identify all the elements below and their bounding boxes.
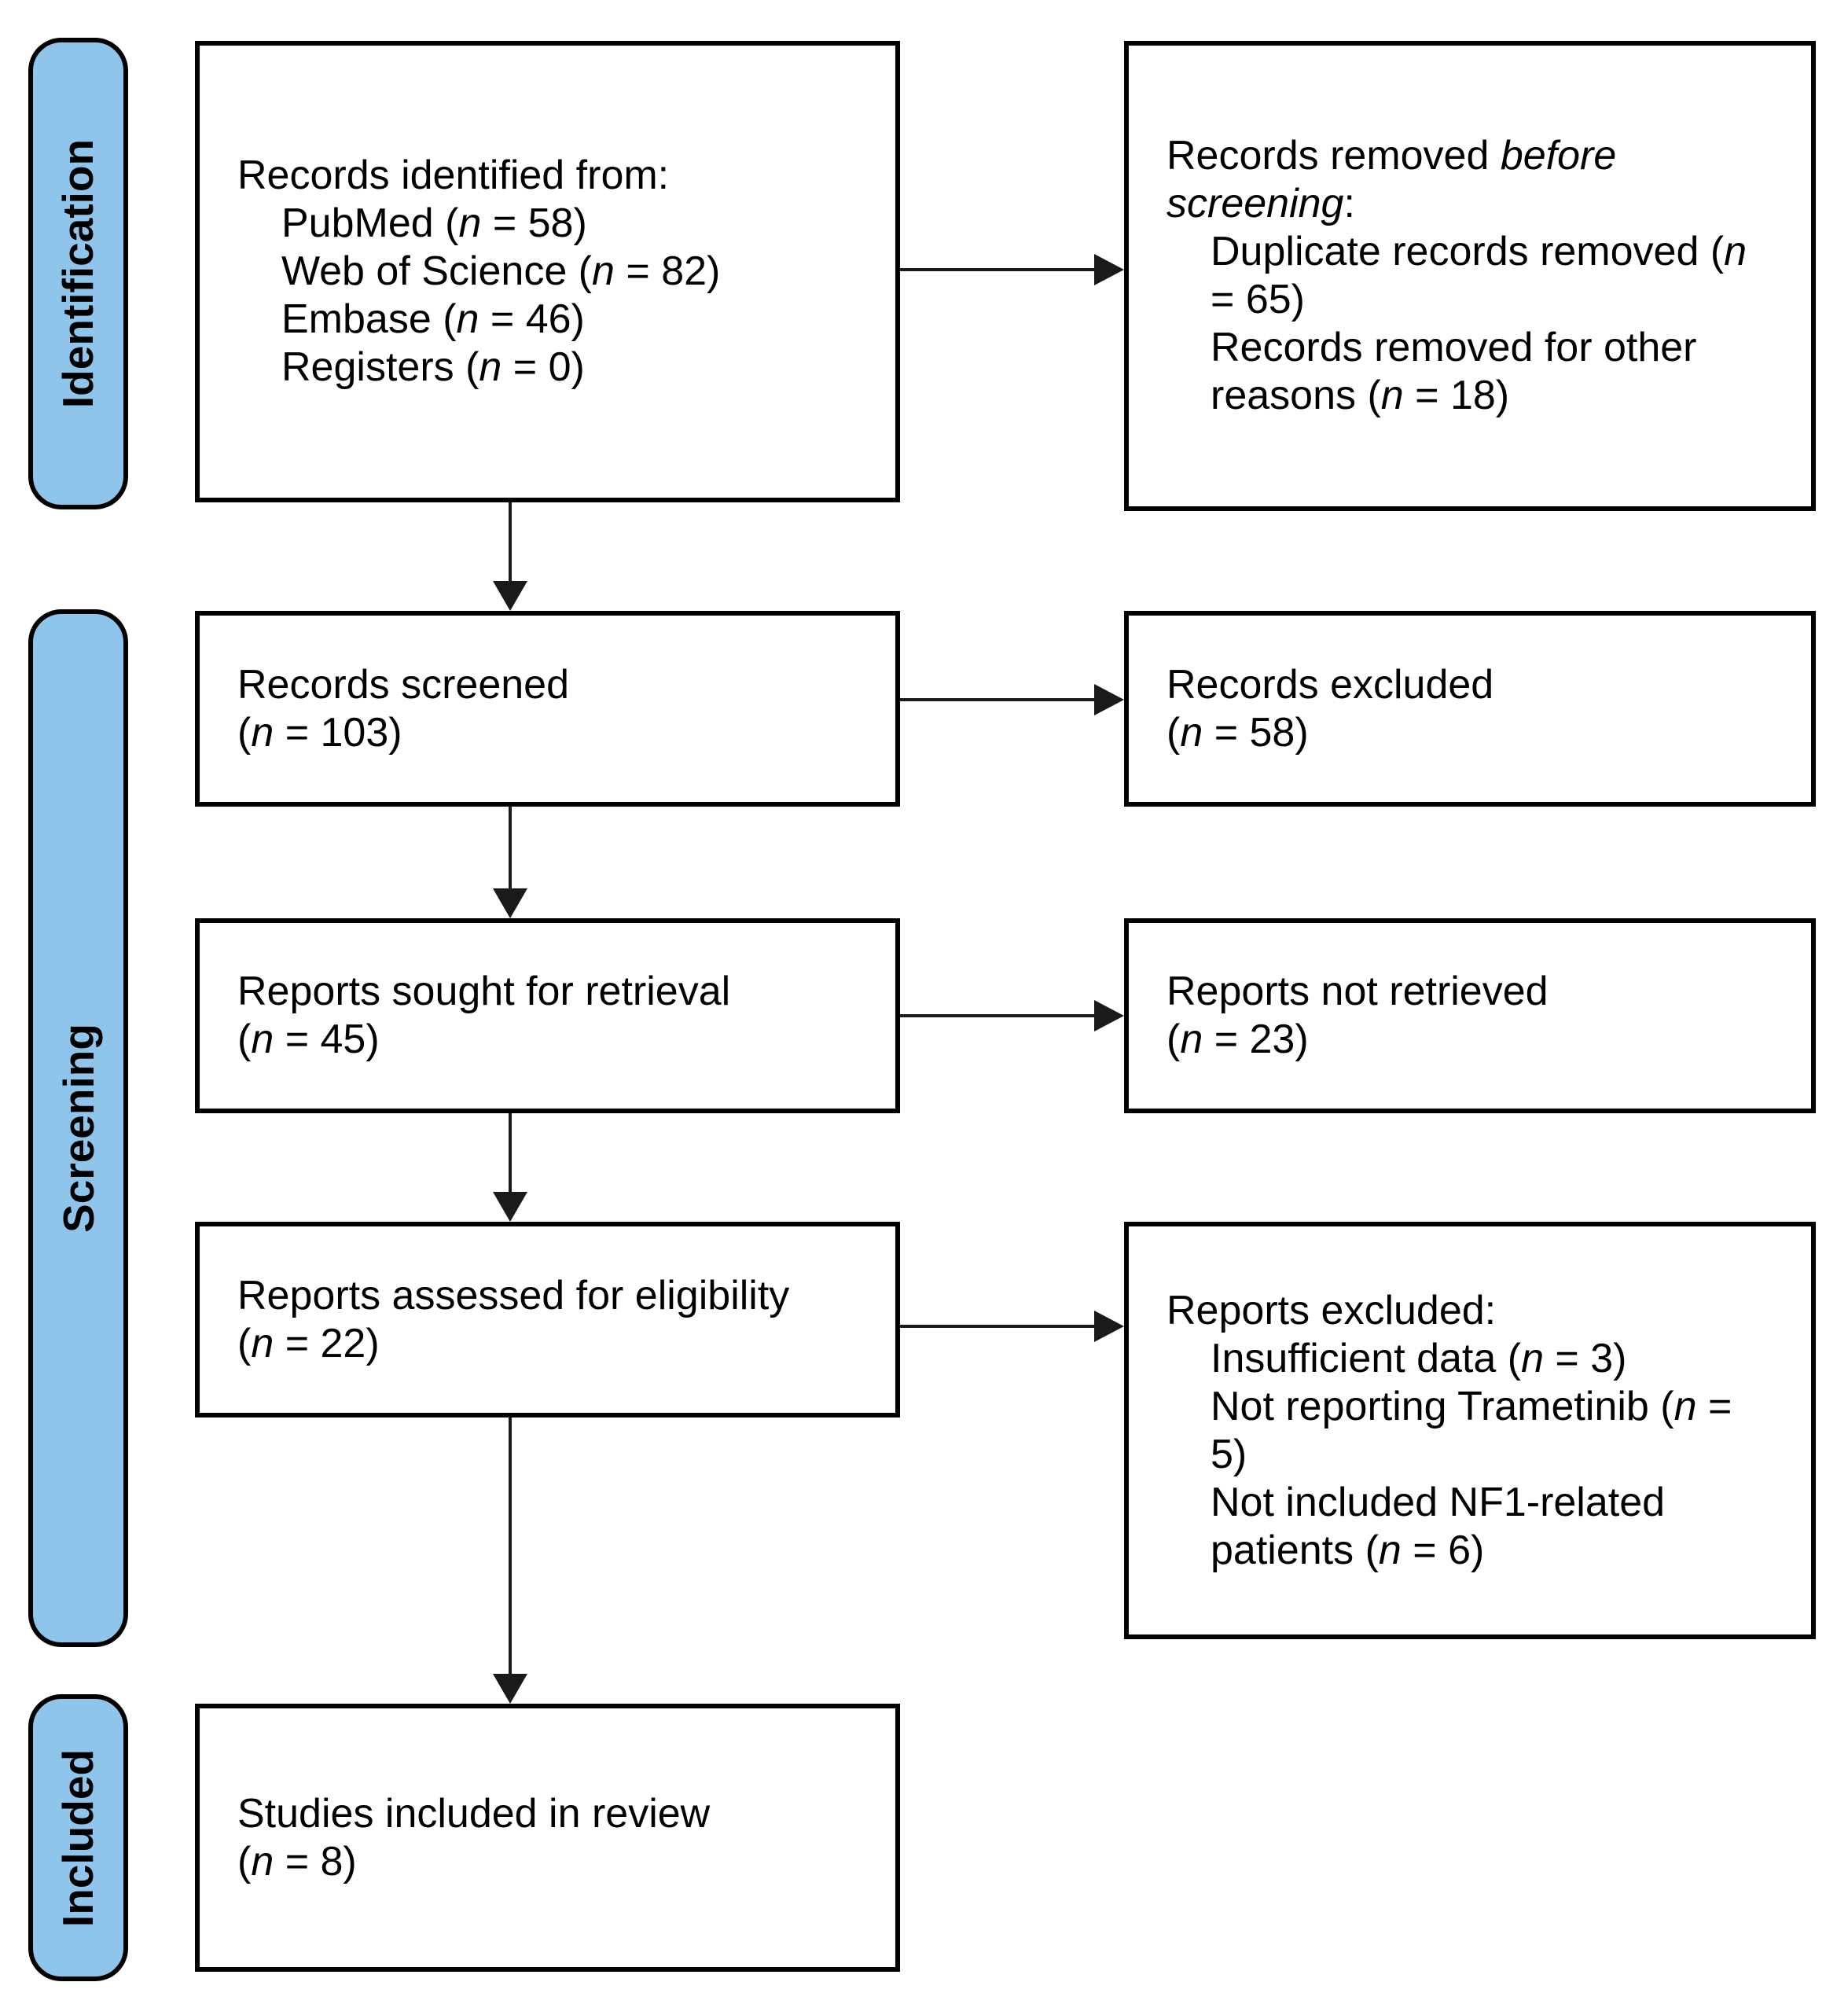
text-line: Records screened bbox=[237, 661, 569, 708]
stage-bar-included: Included bbox=[28, 1694, 128, 1981]
text-line: = 65) bbox=[1211, 277, 1305, 322]
arrow-identified-to-screened-line bbox=[509, 502, 512, 583]
text-line: (n = 23) bbox=[1166, 1017, 1309, 1062]
box-reports-excluded: Reports excluded:Insufficient data (n = … bbox=[1124, 1222, 1816, 1639]
arrow-assessed-to-included-line bbox=[509, 1418, 512, 1675]
arrow-sought-to-assessed-line bbox=[509, 1113, 512, 1193]
text-line: Records excluded bbox=[1166, 661, 1494, 708]
text-line: Web of Science (n = 82) bbox=[281, 248, 721, 294]
text-line: Not reporting Trametinib (n = bbox=[1211, 1383, 1732, 1429]
box-reports-sought: Reports sought for retrieval(n = 45) bbox=[195, 918, 900, 1113]
arrow-screened-to-excluded-line bbox=[900, 698, 1096, 701]
arrow-identified-to-removed-head-icon bbox=[1094, 254, 1124, 285]
text-line: Reports sought for retrieval bbox=[237, 969, 731, 1014]
arrow-assessed-to-reports-excluded-line bbox=[900, 1325, 1096, 1328]
arrow-sought-to-not-retrieved-line bbox=[900, 1014, 1096, 1017]
stage-label-included: Included bbox=[53, 1748, 103, 1927]
text-line: patients (n = 6) bbox=[1211, 1527, 1485, 1573]
stage-label-identification: Identification bbox=[53, 138, 103, 409]
arrow-identified-to-removed-line bbox=[900, 268, 1096, 271]
text-line: Records removed for other bbox=[1211, 325, 1697, 370]
text-line: (n = 22) bbox=[237, 1320, 380, 1366]
box-records-identified: Records identified from:PubMed (n = 58)W… bbox=[195, 41, 900, 502]
arrow-assessed-to-included-head-icon bbox=[493, 1674, 527, 1704]
box-reports-not-retrieved: Reports not retrieved(n = 23) bbox=[1124, 918, 1816, 1113]
text-line: PubMed (n = 58) bbox=[281, 200, 587, 246]
text-line: (n = 45) bbox=[237, 1017, 380, 1062]
text-line: (n = 103) bbox=[237, 709, 402, 756]
text-line: Reports excluded: bbox=[1166, 1287, 1497, 1333]
text-line: 5) bbox=[1211, 1431, 1247, 1477]
box-studies-included: Studies included in review(n = 8) bbox=[195, 1704, 900, 1972]
arrow-sought-to-not-retrieved-head-icon bbox=[1094, 1000, 1124, 1031]
arrow-screened-to-sought-head-icon bbox=[493, 888, 527, 918]
box-records-excluded: Records excluded(n = 58) bbox=[1124, 611, 1816, 807]
text-line: reasons (n = 18) bbox=[1211, 373, 1510, 418]
text-line: Records identified from: bbox=[237, 153, 670, 198]
text-line: Registers (n = 0) bbox=[281, 344, 585, 390]
text-line: screening: bbox=[1166, 181, 1355, 226]
text-line: Duplicate records removed (n bbox=[1211, 229, 1747, 274]
stage-label-screening: Screening bbox=[53, 1024, 103, 1233]
stage-bar-screening: Screening bbox=[28, 609, 128, 1647]
arrow-assessed-to-reports-excluded-head-icon bbox=[1094, 1311, 1124, 1342]
arrow-screened-to-excluded-head-icon bbox=[1094, 684, 1124, 715]
text-line: Embase (n = 46) bbox=[281, 296, 585, 342]
text-line: (n = 8) bbox=[237, 1838, 357, 1884]
text-line: Reports assessed for eligibility bbox=[237, 1272, 790, 1318]
stage-bar-identification: Identification bbox=[28, 38, 128, 509]
text-line: (n = 58) bbox=[1166, 709, 1309, 756]
box-reports-assessed: Reports assessed for eligibility(n = 22) bbox=[195, 1222, 900, 1418]
text-line: Reports not retrieved bbox=[1166, 969, 1549, 1014]
arrow-screened-to-sought-line bbox=[509, 807, 512, 890]
arrow-identified-to-screened-head-icon bbox=[493, 581, 527, 611]
text-line: Records removed before bbox=[1166, 133, 1617, 178]
arrow-sought-to-assessed-head-icon bbox=[493, 1192, 527, 1222]
box-records-screened: Records screened(n = 103) bbox=[195, 611, 900, 807]
text-line: Insufficient data (n = 3) bbox=[1211, 1335, 1627, 1381]
text-line: Studies included in review bbox=[237, 1790, 711, 1837]
text-line: Not included NF1-related bbox=[1211, 1479, 1666, 1525]
